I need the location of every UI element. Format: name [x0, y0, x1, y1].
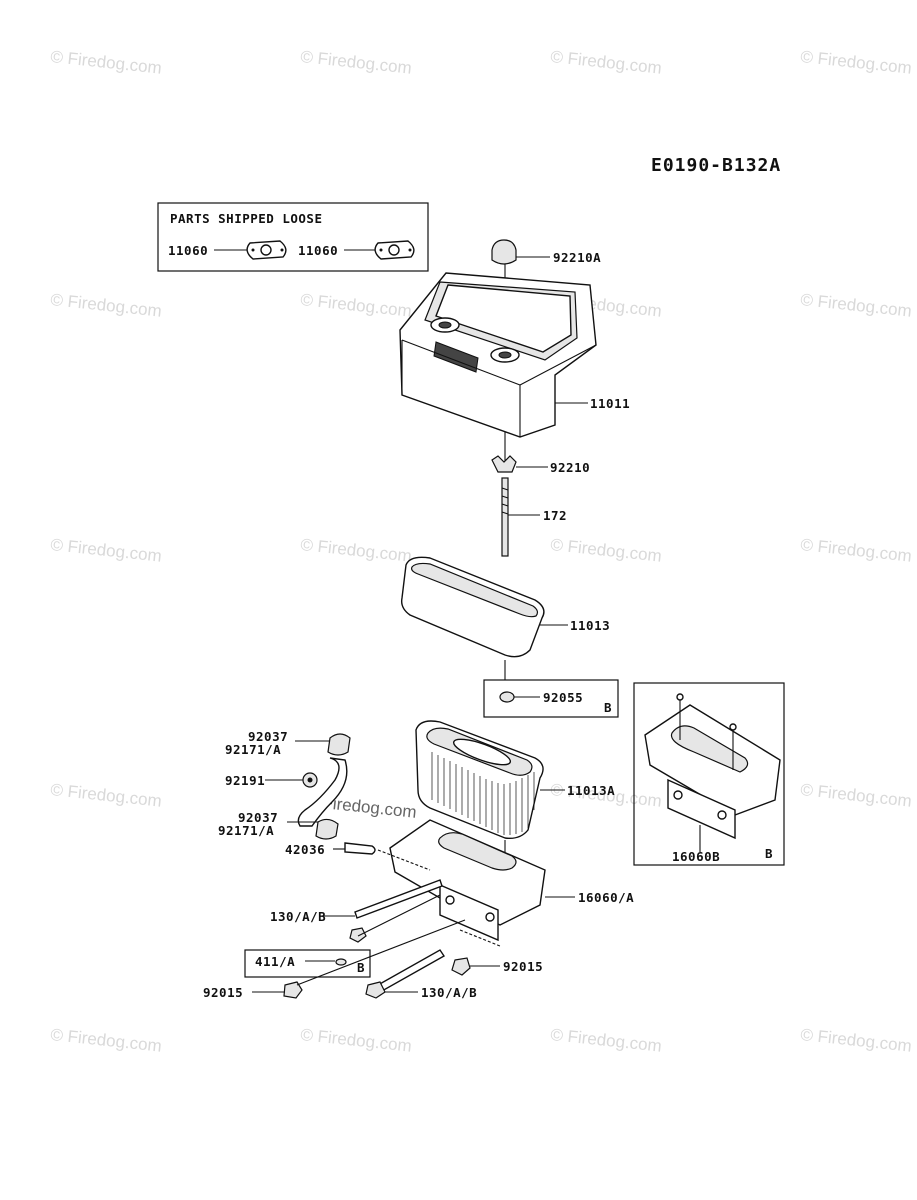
- wing-nut-92210: 92210: [491, 455, 590, 475]
- inset-tag: B: [765, 846, 773, 861]
- part-label: 92171/A: [225, 742, 281, 757]
- part-label: 92037: [248, 729, 288, 744]
- watermark: © Firedog.com: [550, 47, 663, 78]
- part-label: 92210A: [553, 250, 601, 265]
- watermark: © Firedog.com: [300, 535, 413, 566]
- knob-92210A: 92210A: [491, 239, 601, 265]
- parts-shipped-loose-box: PARTS SHIPPED LOOSE 11060 11060: [157, 202, 429, 272]
- part-label: 11013A: [567, 783, 615, 798]
- fasteners: 130/A/B 411/A B 92015 92015 130/A/B: [203, 879, 543, 1000]
- loose-box-title: PARTS SHIPPED LOOSE: [170, 211, 323, 226]
- inset-16060B: 16060B B: [633, 682, 785, 866]
- part-label: B: [357, 960, 365, 975]
- air-filter-11013A: 11013A: [415, 720, 615, 840]
- watermark: © Firedog.com: [300, 47, 413, 78]
- watermark: © Firedog.com: [800, 47, 913, 78]
- watermark: © Firedog.com: [300, 290, 413, 321]
- cover-11011: 11011: [399, 272, 630, 438]
- watermark: © Firedog.com: [50, 780, 163, 811]
- watermark: © Firedog.com: [50, 290, 163, 321]
- part-label-11060-a: 11060: [168, 243, 208, 258]
- watermark: © Firedog.com: [300, 1025, 413, 1056]
- part-label: B: [604, 700, 612, 715]
- inset-part-label: 16060B: [672, 849, 720, 864]
- part-label: 92210: [550, 460, 590, 475]
- pre-cleaner-11013: 11013: [400, 556, 610, 658]
- part-label: 130/A/B: [270, 909, 326, 924]
- watermark: © Firedog.com: [50, 1025, 163, 1056]
- part-label: 16060/A: [578, 890, 634, 905]
- part-label: 11013: [570, 618, 610, 633]
- watermark: © Firedog.com: [550, 535, 663, 566]
- watermark: © Firedog.com: [550, 1025, 663, 1056]
- filter-pleats: [431, 752, 535, 835]
- watermark: © Firedog.com: [800, 1025, 913, 1056]
- watermark: © Firedog.com: [50, 535, 163, 566]
- part-label: 92191: [225, 773, 265, 788]
- watermark: © Firedog.com: [800, 290, 913, 321]
- part-label: 172: [543, 508, 567, 523]
- part-label: 130/A/B: [421, 985, 477, 1000]
- part-label: 92037: [238, 810, 278, 825]
- part-label: 92015: [203, 985, 243, 1000]
- part-label: 92015: [503, 959, 543, 974]
- part-label: 92055: [543, 690, 583, 705]
- breather-hose-assembly: 92037 92171/A 92191 92037 92171/A 42036: [218, 729, 431, 871]
- part-label: 411/A: [255, 954, 295, 969]
- stud-172: 172: [501, 477, 567, 557]
- part-label: 11011: [590, 396, 630, 411]
- base-16060A: 16060/A: [389, 819, 634, 942]
- part-label: 92171/A: [218, 823, 274, 838]
- watermark: © Firedog.com: [800, 535, 913, 566]
- watermark: © Firedog.com: [50, 47, 163, 78]
- watermark: © Firedog.com: [800, 780, 913, 811]
- part-label: 42036: [285, 842, 325, 857]
- grommet-92055: 92055 B: [483, 660, 619, 718]
- diagram-code: E0190-B132A: [651, 155, 781, 176]
- part-label-11060-b: 11060: [298, 243, 338, 258]
